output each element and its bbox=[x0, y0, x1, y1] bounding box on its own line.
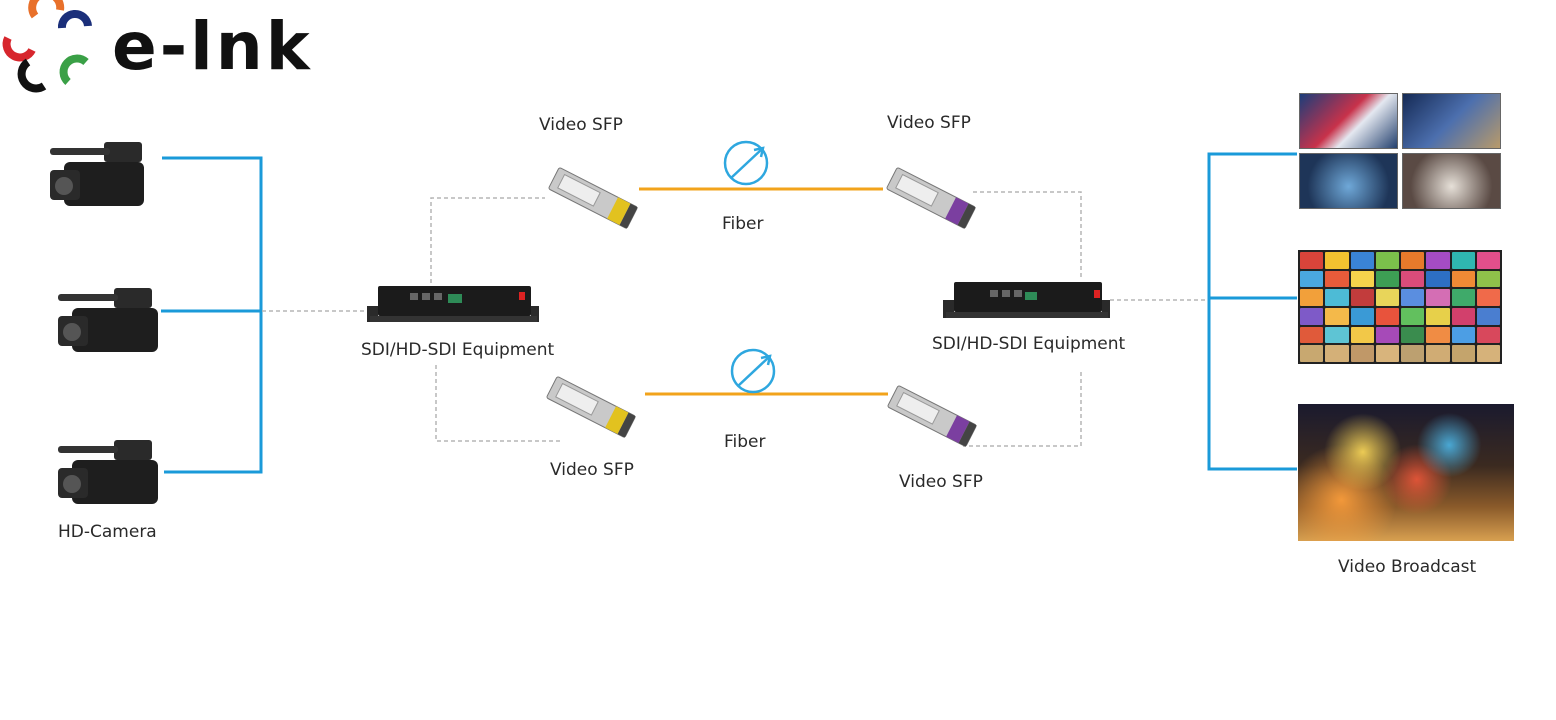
sdi-equipment-left-label: SDI/HD-SDI Equipment bbox=[361, 340, 555, 360]
video-broadcast-label: Video Broadcast bbox=[1338, 557, 1477, 577]
fiber-icon-bottom bbox=[730, 348, 776, 394]
hd-camera-1 bbox=[50, 142, 144, 206]
brand-logo-text: e-lnk bbox=[112, 8, 313, 85]
video-sfp-top-right-label: Video SFP bbox=[887, 113, 971, 133]
display-connector-lines bbox=[1207, 152, 1297, 471]
studio-monitor-image bbox=[1402, 153, 1501, 209]
video-wall-image bbox=[1298, 250, 1502, 364]
camera-connector-lines bbox=[161, 156, 263, 474]
video-sfp-top-left-label: Video SFP bbox=[539, 115, 623, 135]
studio-monitor-image bbox=[1299, 153, 1398, 209]
sfp-module-top-left bbox=[548, 167, 638, 229]
video-sfp-bottom-left-label: Video SFP bbox=[550, 460, 634, 480]
sdi-equipment-left bbox=[367, 286, 539, 322]
sdi-equipment-right bbox=[943, 282, 1110, 318]
logo-mark bbox=[2, 0, 92, 93]
hd-camera-3 bbox=[58, 440, 158, 504]
fiber-bottom-label: Fiber bbox=[724, 432, 766, 452]
fiber-icon-top bbox=[723, 140, 769, 186]
studio-monitor-image bbox=[1299, 93, 1398, 149]
sdi-equipment-right-label: SDI/HD-SDI Equipment bbox=[932, 334, 1126, 354]
hd-camera-label: HD-Camera bbox=[58, 522, 157, 542]
studio-monitor-image bbox=[1402, 93, 1501, 149]
dashed-links bbox=[262, 191, 1208, 447]
city-broadcast-image bbox=[1298, 404, 1514, 541]
video-sfp-bottom-right-label: Video SFP bbox=[899, 472, 983, 492]
fiber-top-label: Fiber bbox=[722, 214, 764, 234]
fiber-lines bbox=[639, 187, 888, 396]
sfp-module-top-right bbox=[886, 167, 976, 229]
sfp-module-bottom-left bbox=[546, 376, 636, 438]
hd-camera-2 bbox=[58, 288, 158, 352]
studio-monitor-grid bbox=[1299, 93, 1501, 209]
sfp-module-bottom-right bbox=[887, 385, 977, 447]
